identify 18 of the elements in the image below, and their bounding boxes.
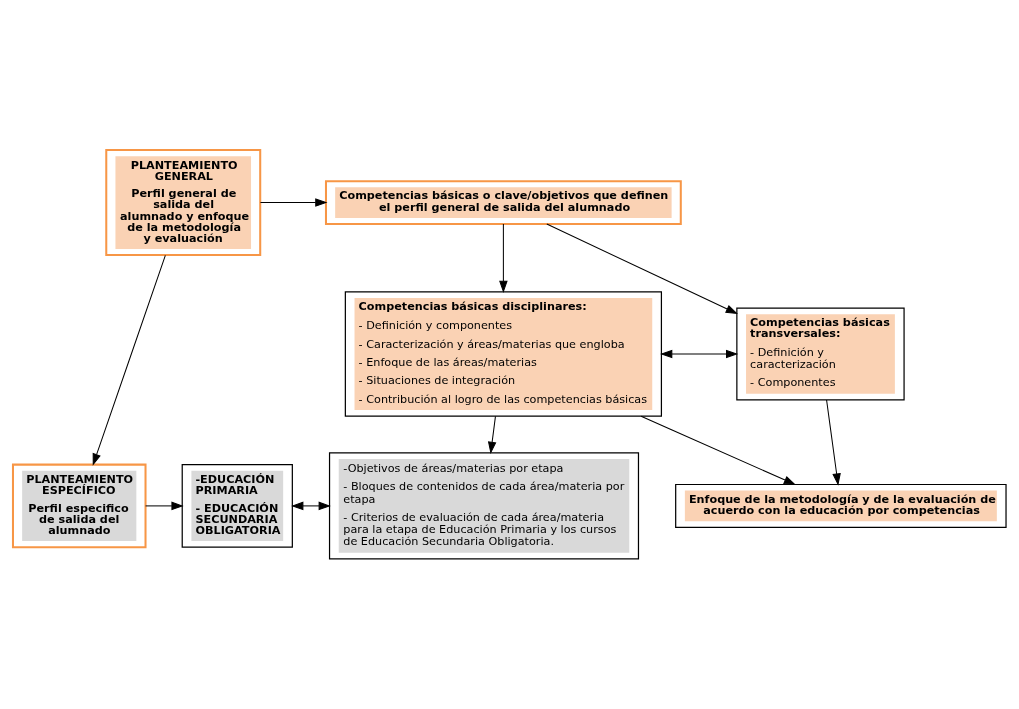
arrow xyxy=(499,223,508,294)
node-box: PLANTEAMIENTO ESPECÍFICO Perfil especifico de salida del alumnado xyxy=(11,463,147,549)
arrow xyxy=(546,223,738,315)
arrow xyxy=(660,349,739,359)
node-box: Enfoque de la metodología y de la evaluación de acuerdo con la educación por competencias xyxy=(675,483,1007,528)
arrow xyxy=(145,501,184,511)
node-box: -EDUCACIÓN PRIMARIA - EDUCACIÓN SECUNDARIA OBLIGATORIA xyxy=(181,464,293,548)
node-box: Competencias básicas disciplinares: - Definición y componentes - Caracterización y áreas/materias que engloba - Enfoque de las áreas/materias - Situaciones de integración - Contribución al logro de las competencias básicas xyxy=(344,291,662,417)
node-box: PLANTEAMIENTO GENERAL Perfil general de salida del alumnado y enfoque de la metodología y evaluación xyxy=(105,149,262,257)
arrow xyxy=(291,501,331,511)
node-box: Competencias básicas o clave/objetivos que definen el perfil general de salida del alumnado xyxy=(324,180,682,225)
node-box: Competencias básicas transversales: - Definición y caracterización - Componentes xyxy=(736,307,905,401)
arrow xyxy=(92,254,166,466)
arrow xyxy=(259,198,328,207)
arrow xyxy=(640,415,797,485)
arrow xyxy=(826,399,841,486)
arrow xyxy=(487,415,497,454)
node-box: -Objetivos de áreas/materias por etapa - Bloques de contenidos de cada área/materia por etapa - Criterios de evaluación de cada área/materia para la etapa de Educación Primaria y los cursos de Educación Secundaria Obligatoria. xyxy=(328,452,640,560)
